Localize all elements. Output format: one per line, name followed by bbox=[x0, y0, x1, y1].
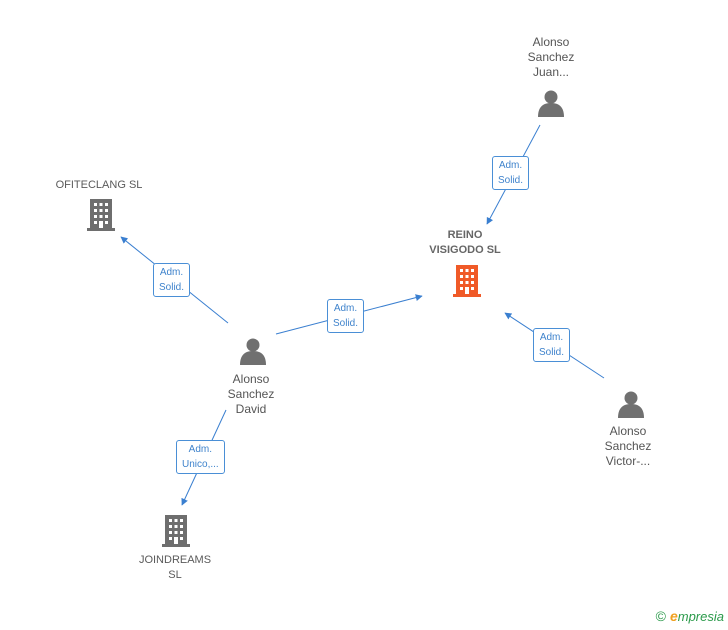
person-icon bbox=[240, 338, 266, 365]
label-line: OFITECLANG SL bbox=[55, 179, 143, 191]
label-line: Alonso bbox=[609, 424, 647, 438]
label-line: Juan... bbox=[532, 65, 570, 79]
building-icon bbox=[162, 515, 190, 547]
label-line: Alonso bbox=[232, 372, 270, 386]
label-line: Sanchez bbox=[527, 50, 575, 64]
brand-name: mpresia bbox=[677, 608, 724, 624]
label-line: Victor-... bbox=[605, 454, 651, 468]
edge-label-line: Solid. bbox=[539, 347, 565, 358]
label-line: Sanchez bbox=[604, 439, 652, 453]
edge-label-david-reino[interactable]: Adm. Solid. bbox=[327, 299, 365, 333]
label-line: Alonso bbox=[532, 35, 570, 49]
node-label-juan[interactable]: Alonso Sanchez Juan... bbox=[528, 35, 575, 80]
edge-label-line: Adm. bbox=[188, 444, 213, 455]
label-line: VISIGODO SL bbox=[429, 244, 501, 256]
node-label-joindreams[interactable]: JOINDREAMS SL bbox=[139, 553, 211, 583]
label-line: REINO bbox=[447, 229, 483, 241]
node-label-reino[interactable]: REINO VISIGODO SL bbox=[429, 228, 501, 258]
edge-label-david-joindreams[interactable]: Adm. Unico,... bbox=[176, 440, 225, 474]
edge-label-line: Adm. bbox=[498, 160, 523, 171]
edge-label-line: Adm. bbox=[539, 332, 564, 343]
copyright-icon: © bbox=[655, 608, 666, 624]
edge-label-david-ofiteclang[interactable]: Adm. Solid. bbox=[153, 263, 191, 297]
edge-label-line: Adm. bbox=[159, 267, 184, 278]
edge-label-line: Solid. bbox=[333, 318, 359, 329]
building-icon-main bbox=[453, 265, 481, 297]
label-line: Sanchez bbox=[227, 387, 275, 401]
edge-label-line: Adm. bbox=[333, 303, 358, 314]
person-icon bbox=[538, 90, 564, 117]
person-icon bbox=[618, 391, 644, 418]
brand-initial: e bbox=[669, 608, 678, 624]
label-line: David bbox=[235, 402, 267, 416]
node-label-victor[interactable]: Alonso Sanchez Victor-... bbox=[605, 424, 652, 469]
label-line: JOINDREAMS bbox=[138, 554, 212, 566]
node-label-ofiteclang[interactable]: OFITECLANG SL bbox=[56, 178, 143, 193]
edge-label-line: Solid. bbox=[159, 282, 185, 293]
edge-label-line: Unico,... bbox=[182, 459, 219, 470]
edge-label-victor-reino[interactable]: Adm. Solid. bbox=[533, 328, 571, 362]
edge-label-line: Solid. bbox=[498, 175, 524, 186]
node-label-david[interactable]: Alonso Sanchez David bbox=[228, 372, 275, 417]
edge-label-juan-reino[interactable]: Adm. Solid. bbox=[492, 156, 530, 190]
label-line: SL bbox=[168, 569, 182, 581]
building-icon bbox=[87, 199, 115, 231]
